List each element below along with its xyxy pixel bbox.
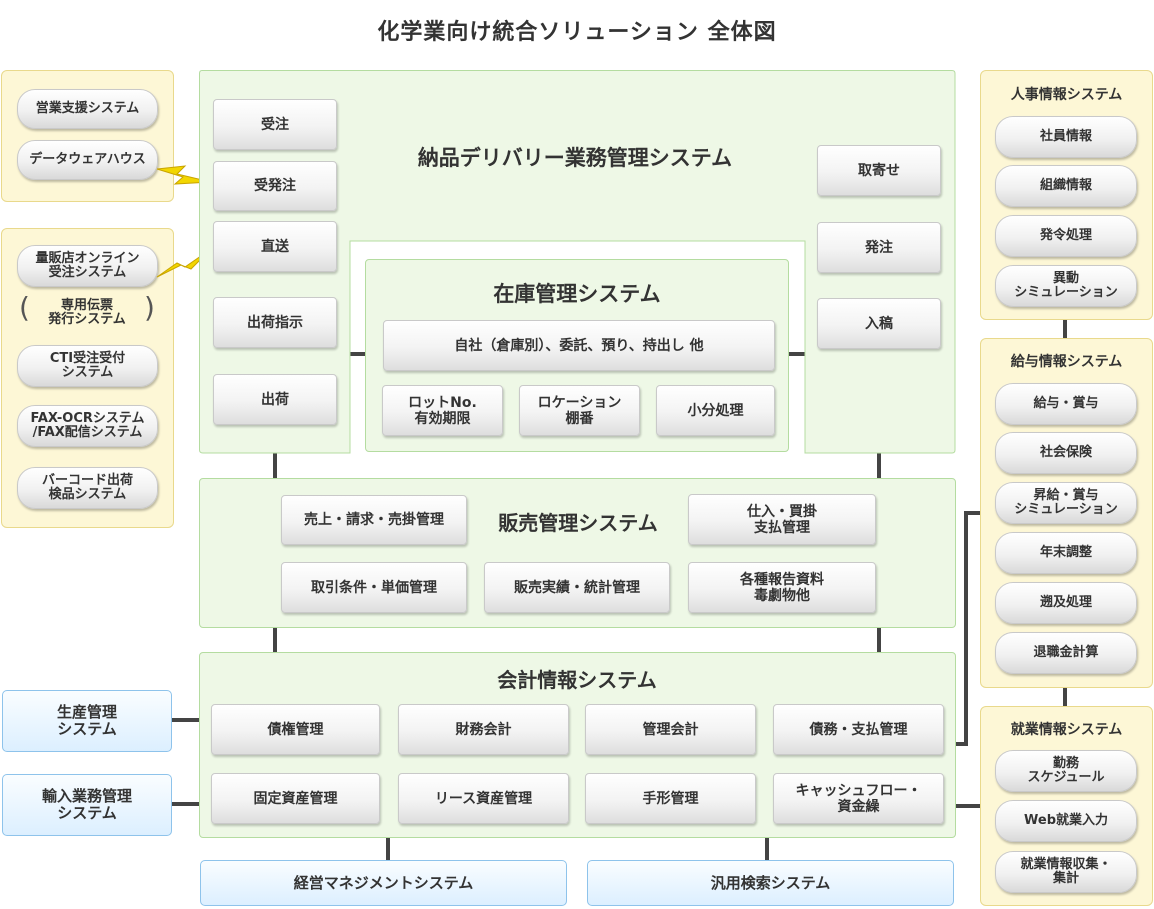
accounting-system-title: 会計情報システム bbox=[497, 668, 657, 692]
connector bbox=[877, 628, 881, 652]
lease-assets-button[interactable]: リース資産管理 bbox=[398, 773, 569, 824]
payroll-system-title: 給与情報システム bbox=[1010, 354, 1123, 370]
payables-button[interactable]: 債務・支払管理 bbox=[773, 704, 944, 755]
sales-support-system[interactable]: 営業支援システム bbox=[17, 89, 158, 129]
barcode-inspection-system[interactable]: バーコード出荷 検品システム bbox=[17, 467, 158, 509]
retroactive-processing[interactable]: 遡及処理 bbox=[995, 582, 1137, 624]
work-schedule[interactable]: 勤務 スケジュール bbox=[995, 750, 1137, 792]
connector bbox=[273, 628, 277, 652]
location-shelf-button[interactable]: ロケーション 棚番 bbox=[519, 385, 640, 436]
management-accounting-button[interactable]: 管理会計 bbox=[585, 704, 756, 755]
reports-button[interactable]: 各種報告資料 毒劇物他 bbox=[688, 562, 876, 613]
sales-billing-button[interactable]: 売上・請求・売掛管理 bbox=[281, 495, 467, 545]
receipt-entry-button[interactable]: 入稿 bbox=[817, 298, 941, 349]
web-work-input[interactable]: Web就業入力 bbox=[995, 800, 1137, 842]
import-management-system[interactable]: 輸入業務管理 システム bbox=[2, 774, 172, 836]
trade-terms-button[interactable]: 取引条件・単価管理 bbox=[281, 562, 467, 613]
bills-button[interactable]: 手形管理 bbox=[585, 773, 756, 824]
connector bbox=[172, 802, 200, 806]
order-placement-button[interactable]: 受発注 bbox=[213, 161, 337, 211]
backorder-button[interactable]: 取寄せ bbox=[817, 145, 941, 196]
work-system-title: 就業情報システム bbox=[1010, 722, 1123, 738]
work-data-collection[interactable]: 就業情報収集・ 集計 bbox=[995, 851, 1137, 893]
transfer-simulation[interactable]: 異動 シミュレーション bbox=[995, 265, 1137, 307]
paren-close: ) bbox=[144, 291, 155, 324]
production-management-system[interactable]: 生産管理 システム bbox=[2, 690, 172, 752]
connector bbox=[172, 718, 200, 722]
connector bbox=[964, 511, 968, 746]
order-receipt-button[interactable]: 受注 bbox=[213, 99, 337, 150]
connector bbox=[1063, 688, 1067, 706]
management-system[interactable]: 経営マネジメントシステム bbox=[200, 860, 567, 906]
connector bbox=[765, 838, 769, 860]
sales-statistics-button[interactable]: 販売実績・統計管理 bbox=[484, 562, 670, 613]
salary-bonus[interactable]: 給与・賞与 bbox=[995, 383, 1137, 425]
sales-system-title: 販売管理システム bbox=[498, 511, 658, 535]
dedicated-slip-system[interactable]: 専用伝票 発行システム bbox=[48, 298, 126, 327]
lot-expiry-button[interactable]: ロットNo. 有効期限 bbox=[382, 385, 503, 436]
financial-accounting-button[interactable]: 財務会計 bbox=[398, 704, 569, 755]
shipping-instruction-button[interactable]: 出荷指示 bbox=[213, 297, 337, 348]
fax-ocr-system[interactable]: FAX-OCRシステム /FAX配信システム bbox=[17, 405, 158, 447]
retirement-calculation[interactable]: 退職金計算 bbox=[995, 632, 1137, 674]
search-system[interactable]: 汎用検索システム bbox=[587, 860, 954, 906]
employee-info[interactable]: 社員情報 bbox=[995, 116, 1137, 158]
connector bbox=[788, 352, 818, 356]
subdivision-button[interactable]: 小分処理 bbox=[656, 385, 775, 436]
connector bbox=[273, 452, 277, 478]
page-title: 化学業向け統合ソリューション 全体図 bbox=[377, 20, 777, 45]
raise-simulation[interactable]: 昇給・賞与 シミュレーション bbox=[995, 482, 1137, 524]
data-warehouse[interactable]: データウェアハウス bbox=[17, 140, 158, 180]
stock-location-types[interactable]: 自社（倉庫別）、委託、預り、持出し 他 bbox=[383, 320, 775, 371]
connector bbox=[964, 511, 980, 515]
appointment-processing[interactable]: 発令処理 bbox=[995, 215, 1137, 257]
cashflow-button[interactable]: キャッシュフロー・ 資金繰 bbox=[773, 773, 944, 824]
receivables-button[interactable]: 債権管理 bbox=[211, 704, 380, 755]
social-insurance[interactable]: 社会保険 bbox=[995, 432, 1137, 474]
purchase-order-button[interactable]: 発注 bbox=[817, 222, 941, 273]
delivery-panel-shape bbox=[199, 70, 956, 454]
cti-order-system[interactable]: CTI受注受付 システム bbox=[17, 345, 158, 387]
connector bbox=[386, 838, 390, 860]
fixed-assets-button[interactable]: 固定資産管理 bbox=[211, 773, 380, 824]
connector bbox=[955, 742, 967, 746]
year-end-adjustment[interactable]: 年末調整 bbox=[995, 532, 1137, 574]
hr-system-title: 人事情報システム bbox=[1010, 87, 1123, 103]
paren-open: ( bbox=[19, 291, 30, 324]
mass-retailer-online-order[interactable]: 量販店オンライン 受注システム bbox=[17, 245, 158, 287]
purchase-payable-button[interactable]: 仕入・買掛 支払管理 bbox=[688, 494, 876, 545]
delivery-system-title: 納品デリバリー業務管理システム bbox=[417, 146, 733, 170]
direct-shipment-button[interactable]: 直送 bbox=[213, 221, 337, 272]
connector bbox=[877, 452, 881, 478]
shipping-button[interactable]: 出荷 bbox=[213, 374, 337, 425]
inventory-system-title: 在庫管理システム bbox=[493, 282, 661, 306]
connector bbox=[1063, 320, 1067, 338]
connector bbox=[337, 352, 365, 356]
organization-info[interactable]: 組織情報 bbox=[995, 165, 1137, 207]
connector bbox=[955, 804, 980, 808]
